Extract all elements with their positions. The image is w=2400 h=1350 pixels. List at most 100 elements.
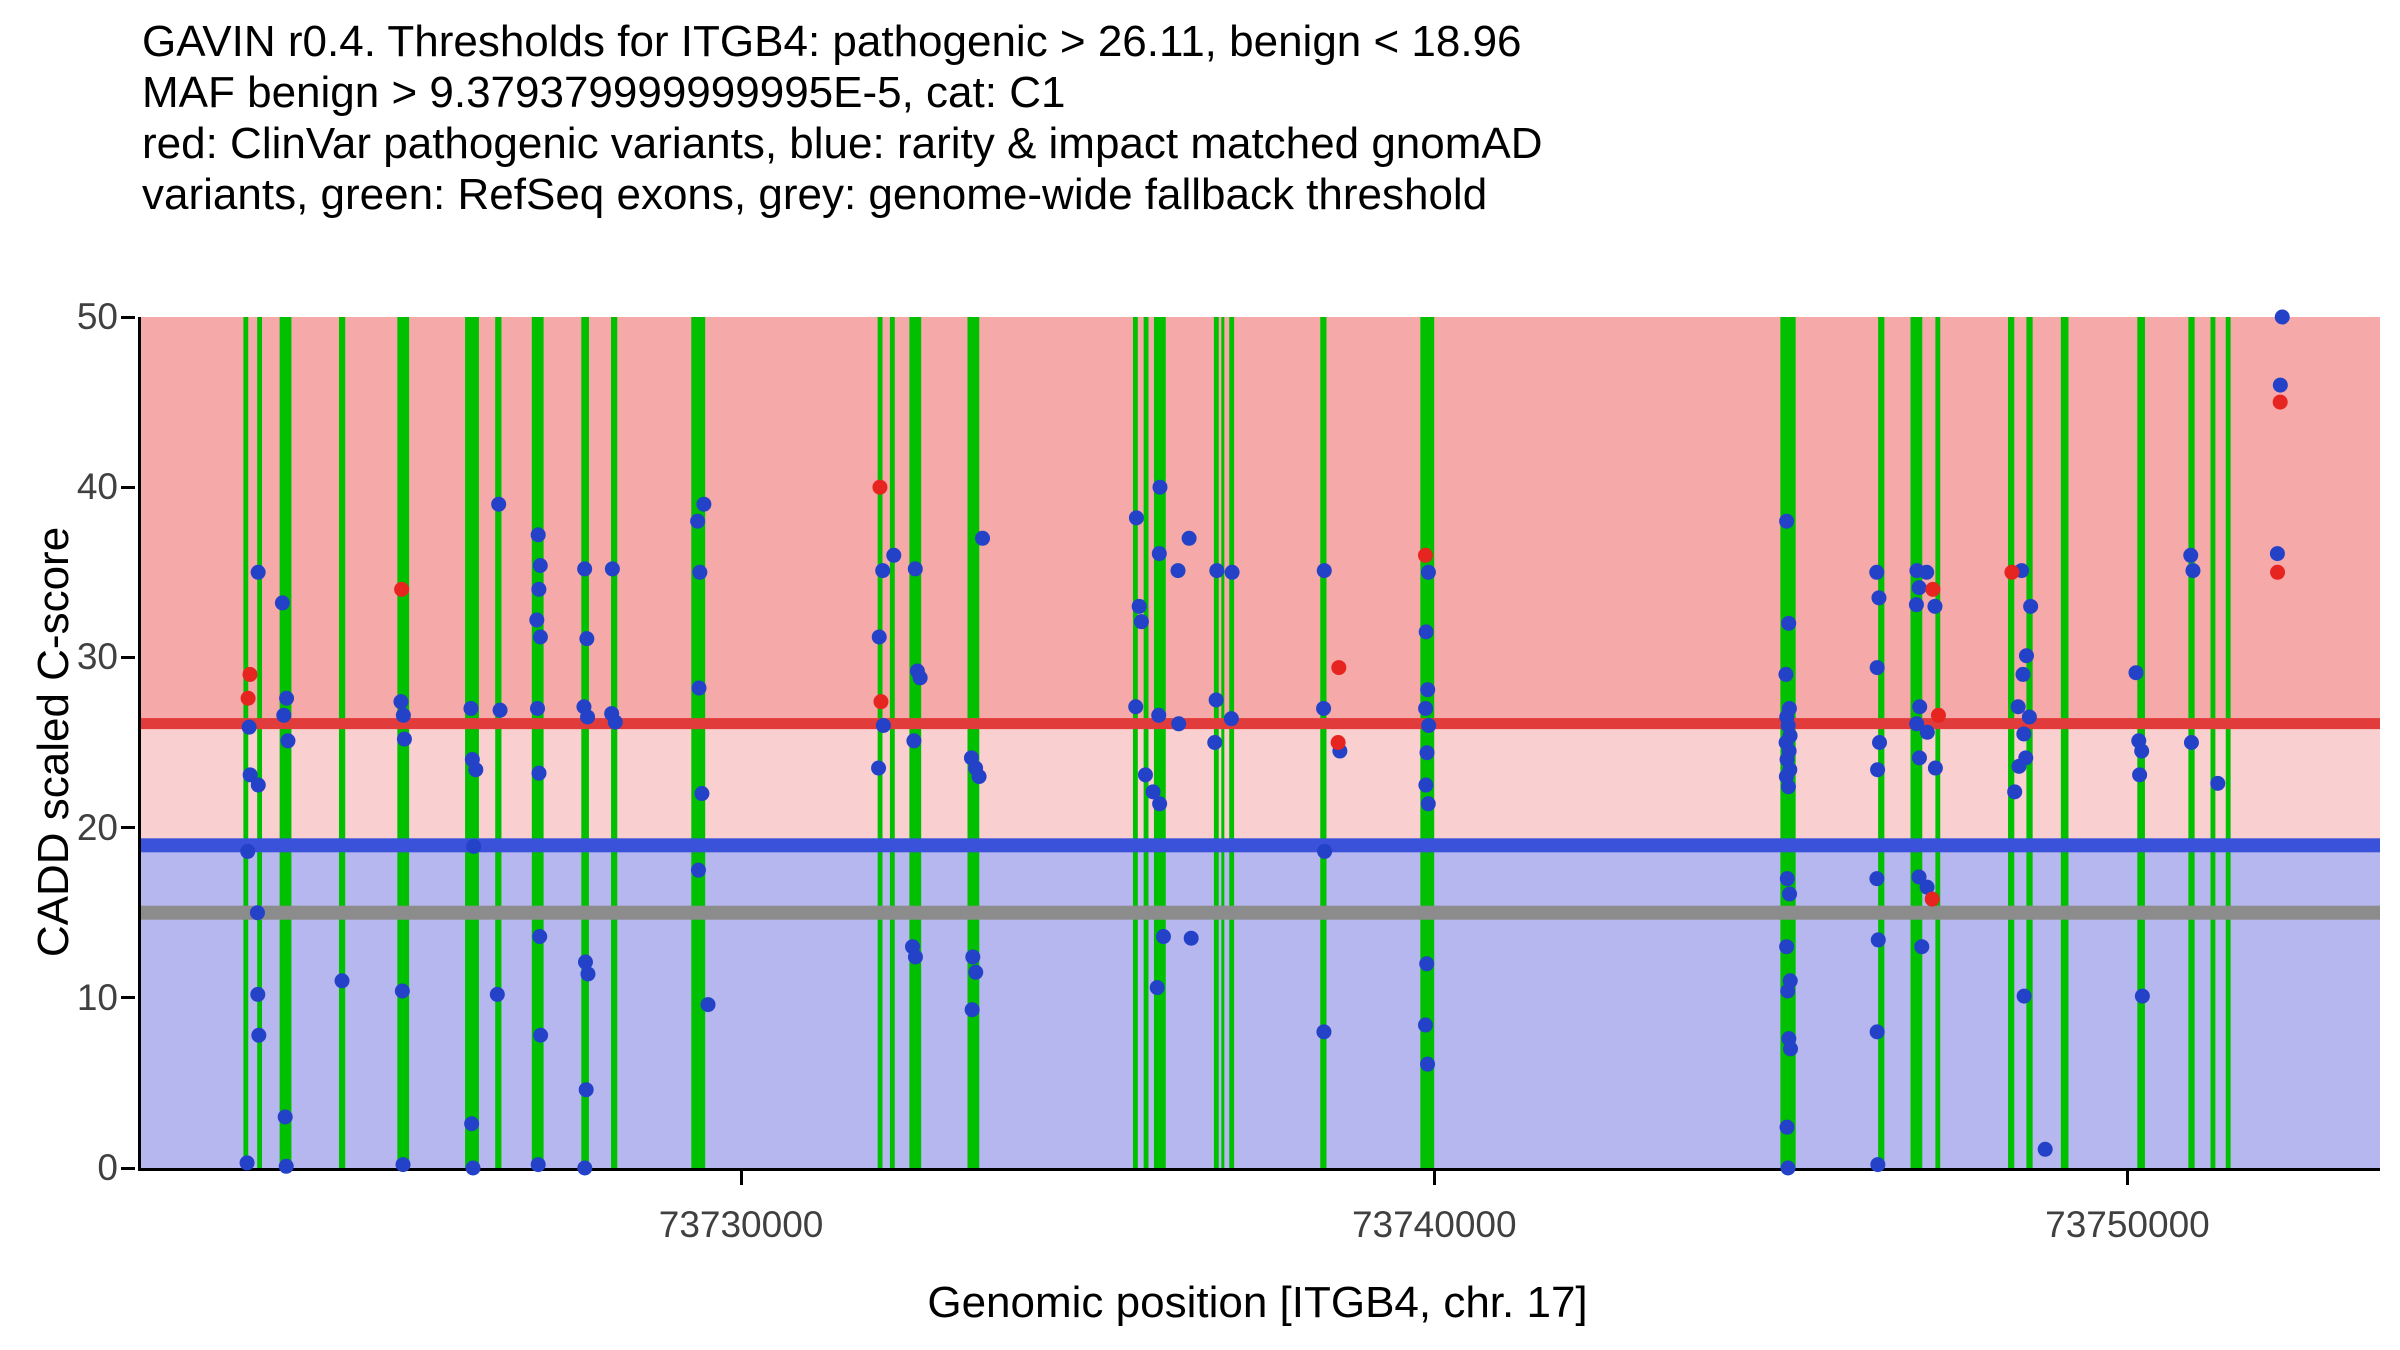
gnomad-variant-point bbox=[607, 714, 623, 730]
exon-bar bbox=[243, 317, 249, 1168]
gnomad-variant-point bbox=[395, 1157, 411, 1173]
threshold-band-benign-region bbox=[141, 845, 2380, 1168]
y-tick-mark bbox=[121, 485, 135, 489]
gnomad-variant-point bbox=[530, 700, 546, 716]
gnomad-variant-point bbox=[394, 983, 410, 999]
gnomad-variant-point bbox=[251, 1027, 267, 1043]
gnomad-variant-point bbox=[1779, 939, 1795, 955]
gnomad-variant-point bbox=[1417, 1017, 1433, 1033]
gnomad-variant-point bbox=[395, 707, 411, 723]
gnomad-variant-point bbox=[1911, 750, 1927, 766]
gnomad-variant-point bbox=[2210, 775, 2226, 791]
clinvar-pathogenic-point bbox=[1330, 735, 1346, 750]
gnomad-variant-point bbox=[1912, 699, 1928, 715]
x-tick-mark bbox=[2125, 1171, 2129, 1185]
threshold-line-fallback bbox=[141, 905, 2380, 920]
threshold-band-vus-region bbox=[141, 723, 2380, 846]
gnomad-variant-point bbox=[532, 929, 548, 945]
x-axis-label: Genomic position [ITGB4, chr. 17] bbox=[927, 1278, 1588, 1327]
gnomad-variant-point bbox=[533, 1027, 549, 1043]
x-tick-label: 73730000 bbox=[658, 1204, 824, 1245]
gnomad-variant-point bbox=[886, 547, 902, 563]
gnomad-variant-point bbox=[1919, 564, 1935, 580]
gnomad-variant-point bbox=[1151, 707, 1167, 723]
gnomad-variant-point bbox=[532, 557, 548, 573]
gnomad-variant-point bbox=[1420, 796, 1436, 812]
exon-bar bbox=[257, 317, 263, 1168]
gnomad-variant-point bbox=[250, 986, 266, 1002]
exon-bar bbox=[611, 317, 618, 1168]
exon-bar bbox=[877, 317, 883, 1168]
exon-bar bbox=[1910, 317, 1923, 1168]
gnomad-variant-point bbox=[466, 838, 482, 854]
gnomad-variant-point bbox=[580, 709, 596, 725]
exon-bar bbox=[1221, 317, 1225, 1168]
gnomad-variant-point bbox=[1870, 932, 1886, 948]
exon-bar bbox=[465, 317, 479, 1168]
gnomad-variant-point bbox=[1870, 1157, 1886, 1173]
x-tick-mark bbox=[1432, 1171, 1436, 1185]
gnomad-variant-point bbox=[971, 769, 987, 785]
exon-bar bbox=[1132, 317, 1138, 1168]
gnomad-variant-point bbox=[690, 862, 706, 878]
gnomad-variant-point bbox=[907, 949, 923, 965]
gnomad-variant-point bbox=[274, 595, 290, 611]
gnomad-variant-point bbox=[1223, 711, 1239, 727]
gnomad-variant-point bbox=[1778, 666, 1794, 682]
y-tick-label: 10 bbox=[76, 976, 118, 1018]
gnomad-variant-point bbox=[531, 581, 547, 597]
x-tick-mark bbox=[739, 1171, 743, 1185]
gnomad-variant-point bbox=[580, 966, 596, 982]
gnomad-variant-point bbox=[1316, 1024, 1332, 1040]
gnomad-variant-point bbox=[393, 694, 409, 710]
clinvar-pathogenic-point bbox=[2004, 564, 2020, 580]
title-line-3: red: ClinVar pathogenic variants, blue: … bbox=[142, 119, 1543, 168]
y-axis-label: CADD scaled C-score bbox=[29, 526, 78, 958]
exon-bar bbox=[2060, 317, 2069, 1168]
clinvar-pathogenic-point bbox=[1331, 660, 1347, 676]
gnomad-variant-point bbox=[871, 760, 887, 776]
gnomad-variant-point bbox=[1420, 564, 1436, 580]
gnomad-variant-point bbox=[1919, 724, 1935, 740]
clinvar-pathogenic-point bbox=[1925, 581, 1941, 597]
exon-bar bbox=[581, 317, 589, 1168]
gnomad-variant-point bbox=[1131, 598, 1147, 614]
gnomad-variant-point bbox=[276, 707, 292, 723]
gnomad-variant-point bbox=[875, 717, 891, 733]
gnomad-variant-point bbox=[492, 702, 508, 718]
threshold-band-pathogenic-region bbox=[141, 317, 2380, 724]
y-tick-label: 20 bbox=[76, 806, 118, 848]
gnomad-variant-point bbox=[2015, 666, 2031, 682]
gnomad-variant-point bbox=[1133, 614, 1149, 630]
clinvar-pathogenic-point bbox=[240, 690, 256, 706]
gnomad-variant-point bbox=[579, 631, 595, 647]
gnomad-variant-point bbox=[1927, 760, 1943, 776]
gnomad-variant-point bbox=[1421, 717, 1437, 733]
gnomad-variant-point bbox=[1151, 546, 1167, 562]
gnomad-variant-point bbox=[1420, 682, 1436, 698]
gnomad-variant-point bbox=[1779, 513, 1795, 529]
gnomad-variant-point bbox=[700, 997, 716, 1013]
exon-bar bbox=[1935, 317, 1941, 1168]
gnomad-variant-point bbox=[242, 767, 258, 783]
gnomad-variant-point bbox=[2016, 988, 2032, 1004]
y-tick-mark bbox=[121, 826, 135, 830]
gnomad-variant-point bbox=[2128, 665, 2144, 681]
gnomad-variant-point bbox=[468, 762, 484, 778]
gnomad-variant-point bbox=[239, 1155, 255, 1171]
gnomad-variant-point bbox=[530, 1157, 546, 1173]
gnomad-variant-point bbox=[1137, 767, 1153, 783]
gnomad-variant-point bbox=[1181, 530, 1197, 546]
gnomad-variant-point bbox=[1420, 1056, 1436, 1072]
exon-bar bbox=[1153, 317, 1166, 1168]
y-tick-mark bbox=[121, 996, 135, 1000]
gnomad-variant-point bbox=[463, 700, 479, 716]
gnomad-variant-point bbox=[1128, 510, 1144, 526]
gnomad-variant-point bbox=[690, 513, 706, 529]
gnomad-variant-point bbox=[964, 1002, 980, 1018]
gnomad-variant-point bbox=[1155, 929, 1171, 945]
gnomad-variant-point bbox=[2016, 726, 2032, 742]
gnomad-variant-point bbox=[1149, 980, 1165, 996]
gnomad-variant-point bbox=[1914, 939, 1930, 955]
gnomad-variant-point bbox=[1908, 597, 1924, 613]
